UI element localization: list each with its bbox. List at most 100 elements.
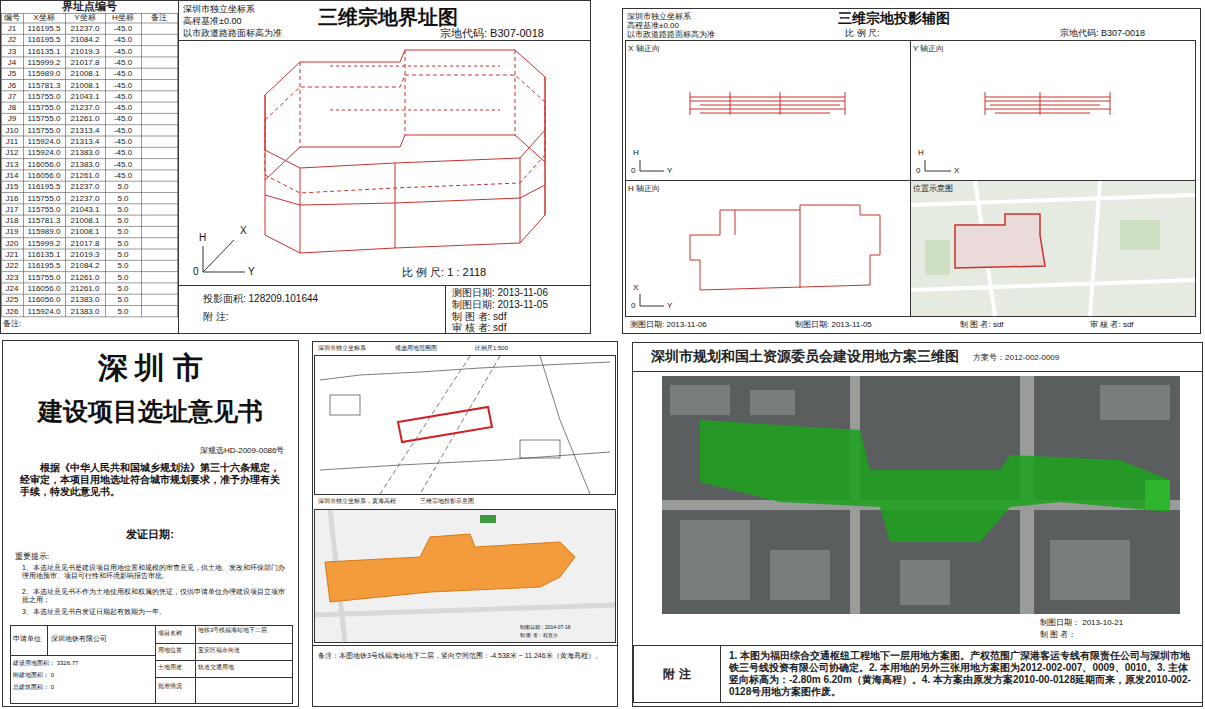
- label-text: 21008.1: [65, 226, 105, 237]
- table-rule: [0, 215, 178, 216]
- label-text: 编号: [1, 13, 23, 23]
- label-text: 116195.5: [23, 260, 65, 271]
- label-text: 115781.3: [23, 80, 65, 91]
- label-text: 深 圳 市: [3, 350, 297, 386]
- label-text: 115755.0: [23, 193, 65, 204]
- label-text: 0: [193, 266, 199, 278]
- label-text: 21008.1: [65, 215, 105, 226]
- label-text: 115924.0: [23, 147, 65, 158]
- label-text: 116135.1: [23, 46, 65, 57]
- label-text: 审 核 者: sdf: [452, 322, 506, 334]
- label-text: 建设用地面积： 3326.77: [13, 660, 78, 667]
- label-text: 制图日期: 2013-11-05: [795, 320, 872, 330]
- label-text: Y: [667, 166, 672, 176]
- table-rule: [0, 181, 178, 182]
- label-text: 21383.0: [65, 159, 105, 170]
- label-text: 21237.0: [65, 23, 105, 34]
- table-rule: [0, 23, 178, 24]
- label-text: 申请单位: [13, 635, 41, 643]
- label-text: 投影面积: 128209.101644: [203, 293, 318, 305]
- node-text: 1. 本图为福田综合交通枢纽工程地下一层用地方案图。产权范围广深港客运专线有限责…: [721, 646, 1202, 702]
- label-text: J7: [1, 91, 23, 102]
- table-rule: [0, 226, 178, 227]
- label-text: 以市政道路路面标高为准: [183, 28, 282, 39]
- label-text: 土地用途: [158, 664, 182, 671]
- label-text: -45.0: [105, 46, 141, 57]
- label-text: 116195.5: [23, 23, 65, 34]
- label-text: 深圳市独立坐标系: [183, 4, 255, 15]
- label-text: Y: [248, 266, 255, 278]
- label-text: 宗地代码: B307-0018: [440, 27, 544, 40]
- label-text: 地铁3号线福海站地下二层: [198, 627, 290, 634]
- node-text: 附 注: [634, 646, 721, 702]
- label-text: 115755.0: [23, 204, 65, 215]
- table-rule: [0, 169, 178, 170]
- label-text: -45.0: [105, 113, 141, 124]
- label-text: 115781.3: [23, 215, 65, 226]
- label-text: 重要提示:: [15, 552, 49, 562]
- table-rule: [0, 147, 178, 148]
- table-rule: [0, 56, 178, 57]
- label-text: 115924.0: [23, 136, 65, 147]
- label-text: J14: [1, 170, 23, 181]
- label-text: 宗地代码: B307-0018: [1060, 28, 1145, 39]
- label-text: -45.0: [105, 80, 141, 91]
- label-text: -45.0: [105, 102, 141, 113]
- label-text: 21084.2: [65, 34, 105, 45]
- label-text: 115999.2: [23, 57, 65, 68]
- label-text: 5.0: [105, 306, 141, 317]
- table-rule: [0, 124, 178, 125]
- label-text: 5.0: [105, 294, 141, 305]
- label-text: 附建地面积： 0: [13, 672, 54, 679]
- table-rule: [0, 79, 178, 80]
- label-text: 21019.3: [65, 46, 105, 57]
- label-text: 21017.8: [65, 238, 105, 249]
- label-text: J1: [1, 23, 23, 34]
- table-rule: [0, 203, 178, 204]
- label-text: -45.0: [105, 170, 141, 181]
- label-text: 21043.1: [65, 204, 105, 215]
- label-text: -45.0: [105, 23, 141, 34]
- label-text: 位置示意图: [913, 184, 953, 194]
- label-text: 21261.0: [65, 272, 105, 283]
- label-text: 审 核 者: sdf: [1090, 320, 1134, 330]
- title-bar: 深圳市规划和国土资源委员会建设用地方案三维图方案号：2012-002-0009: [633, 343, 1203, 372]
- label-text: 比 例 尺: 1 : 2118: [402, 266, 486, 279]
- label-text: -45.0: [105, 57, 141, 68]
- table-rule: [0, 113, 178, 114]
- table-rule: [0, 316, 178, 317]
- label-text: H: [633, 148, 639, 158]
- label-text: 21237.0: [65, 102, 105, 113]
- label-text: 发证日期:: [3, 528, 297, 541]
- table-rule: [0, 34, 178, 35]
- label-text: 规选用地范围图: [395, 345, 437, 352]
- label-text: 116056.0: [23, 170, 65, 181]
- label-text: X: [240, 225, 247, 237]
- label-text: J16: [1, 193, 23, 204]
- label-text: -45.0: [105, 147, 141, 158]
- label-text: J15: [1, 181, 23, 192]
- table-rule: [0, 271, 178, 272]
- node-text: 深圳市规划和国土资源委员会建设用地方案三维图: [651, 348, 959, 366]
- label-text: 界址点编号: [0, 0, 178, 13]
- label-text: 1、本选址意见书是建设项目用地位置和规模的审查意见，供土地、发改和环保部门办理用…: [22, 564, 287, 581]
- label-text: 附 注:: [203, 311, 229, 323]
- label-text: 轨道交通用地: [198, 664, 234, 671]
- label-text: 总建筑面积： 0: [13, 684, 54, 691]
- table-rule: [0, 192, 178, 193]
- table-rule: [0, 68, 178, 69]
- label-text: 5.0: [105, 204, 141, 215]
- label-text: 制 图 者: sdf: [960, 320, 1004, 330]
- label-text: 5.0: [105, 181, 141, 192]
- label-text: J22: [1, 260, 23, 271]
- label-text: 深圳市独立坐标系，黄海高程: [318, 498, 396, 505]
- label-text: 21261.0: [65, 113, 105, 124]
- label-text: H: [918, 148, 924, 158]
- label-text: 比 例 尺:: [845, 28, 880, 39]
- label-text: 115989.0: [23, 68, 65, 79]
- label-text: 制 图 者: sdf: [452, 311, 506, 323]
- label-text: J19: [1, 226, 23, 237]
- label-text: 三维宗地界址图: [318, 5, 458, 29]
- label-text: 21237.0: [65, 193, 105, 204]
- label-text: Y 轴正向: [913, 44, 944, 54]
